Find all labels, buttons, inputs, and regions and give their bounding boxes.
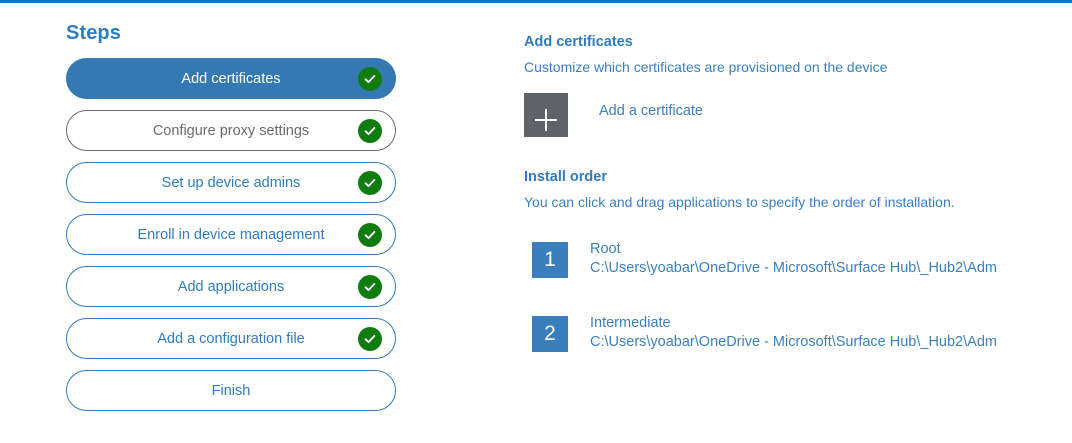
install-order-section: Install order You can click and drag app… <box>524 168 1044 352</box>
step-button-add-applications[interactable]: Add applications <box>66 266 396 307</box>
step-button-configure-proxy-settings[interactable]: Configure proxy settings <box>66 110 396 151</box>
step-label: Add a configuration file <box>157 330 305 347</box>
step-button-set-up-device-admins[interactable]: Set up device admins <box>66 162 396 203</box>
plus-icon-vertical-bar <box>545 109 547 131</box>
step-button-add-certificates[interactable]: Add certificates <box>66 58 396 99</box>
step-label: Add applications <box>177 278 285 295</box>
step-label: Configure proxy settings <box>152 122 310 139</box>
install-order-heading: Install order <box>524 169 607 185</box>
step-label: Add certificates <box>181 70 281 87</box>
add-certificate-row: Add a certificate <box>524 93 1044 137</box>
install-order-item-path: C:\Users\yoabar\OneDrive - Microsoft\Sur… <box>590 260 997 276</box>
check-circle-icon <box>358 170 382 195</box>
step-button-enroll-in-device-management[interactable]: Enroll in device management <box>66 214 396 255</box>
steps-heading: Steps <box>66 22 121 44</box>
order-number-badge: 2 <box>532 316 568 352</box>
check-circle-icon <box>358 274 382 299</box>
step-label: Enroll in device management <box>137 226 325 243</box>
add-a-certificate-button[interactable]: Add a certificate <box>599 103 703 119</box>
install-order-description: You can click and drag applications to s… <box>524 194 955 210</box>
install-order-item-path: C:\Users\yoabar\OneDrive - Microsoft\Sur… <box>590 334 997 350</box>
order-number-badge: 1 <box>532 242 568 278</box>
install-order-item-name: Root <box>590 241 621 257</box>
check-circle-icon <box>358 222 382 247</box>
add-certificates-description: Customize which certificates are provisi… <box>524 59 888 75</box>
step-label: Finish <box>211 382 251 399</box>
detail-panel: Add certificates Customize which certifi… <box>524 33 1044 390</box>
top-accent-rule <box>0 0 1072 3</box>
plus-icon[interactable] <box>524 93 568 137</box>
install-order-item-name: Intermediate <box>590 315 671 331</box>
step-button-add-a-configuration-file[interactable]: Add a configuration file <box>66 318 396 359</box>
check-circle-icon <box>358 66 382 91</box>
add-certificates-heading: Add certificates <box>524 34 633 50</box>
add-certificates-section: Add certificates Customize which certifi… <box>524 33 1044 137</box>
check-circle-icon <box>358 118 382 143</box>
check-circle-icon <box>358 326 382 351</box>
step-button-finish[interactable]: Finish <box>66 370 396 411</box>
step-label: Set up device admins <box>161 174 301 191</box>
